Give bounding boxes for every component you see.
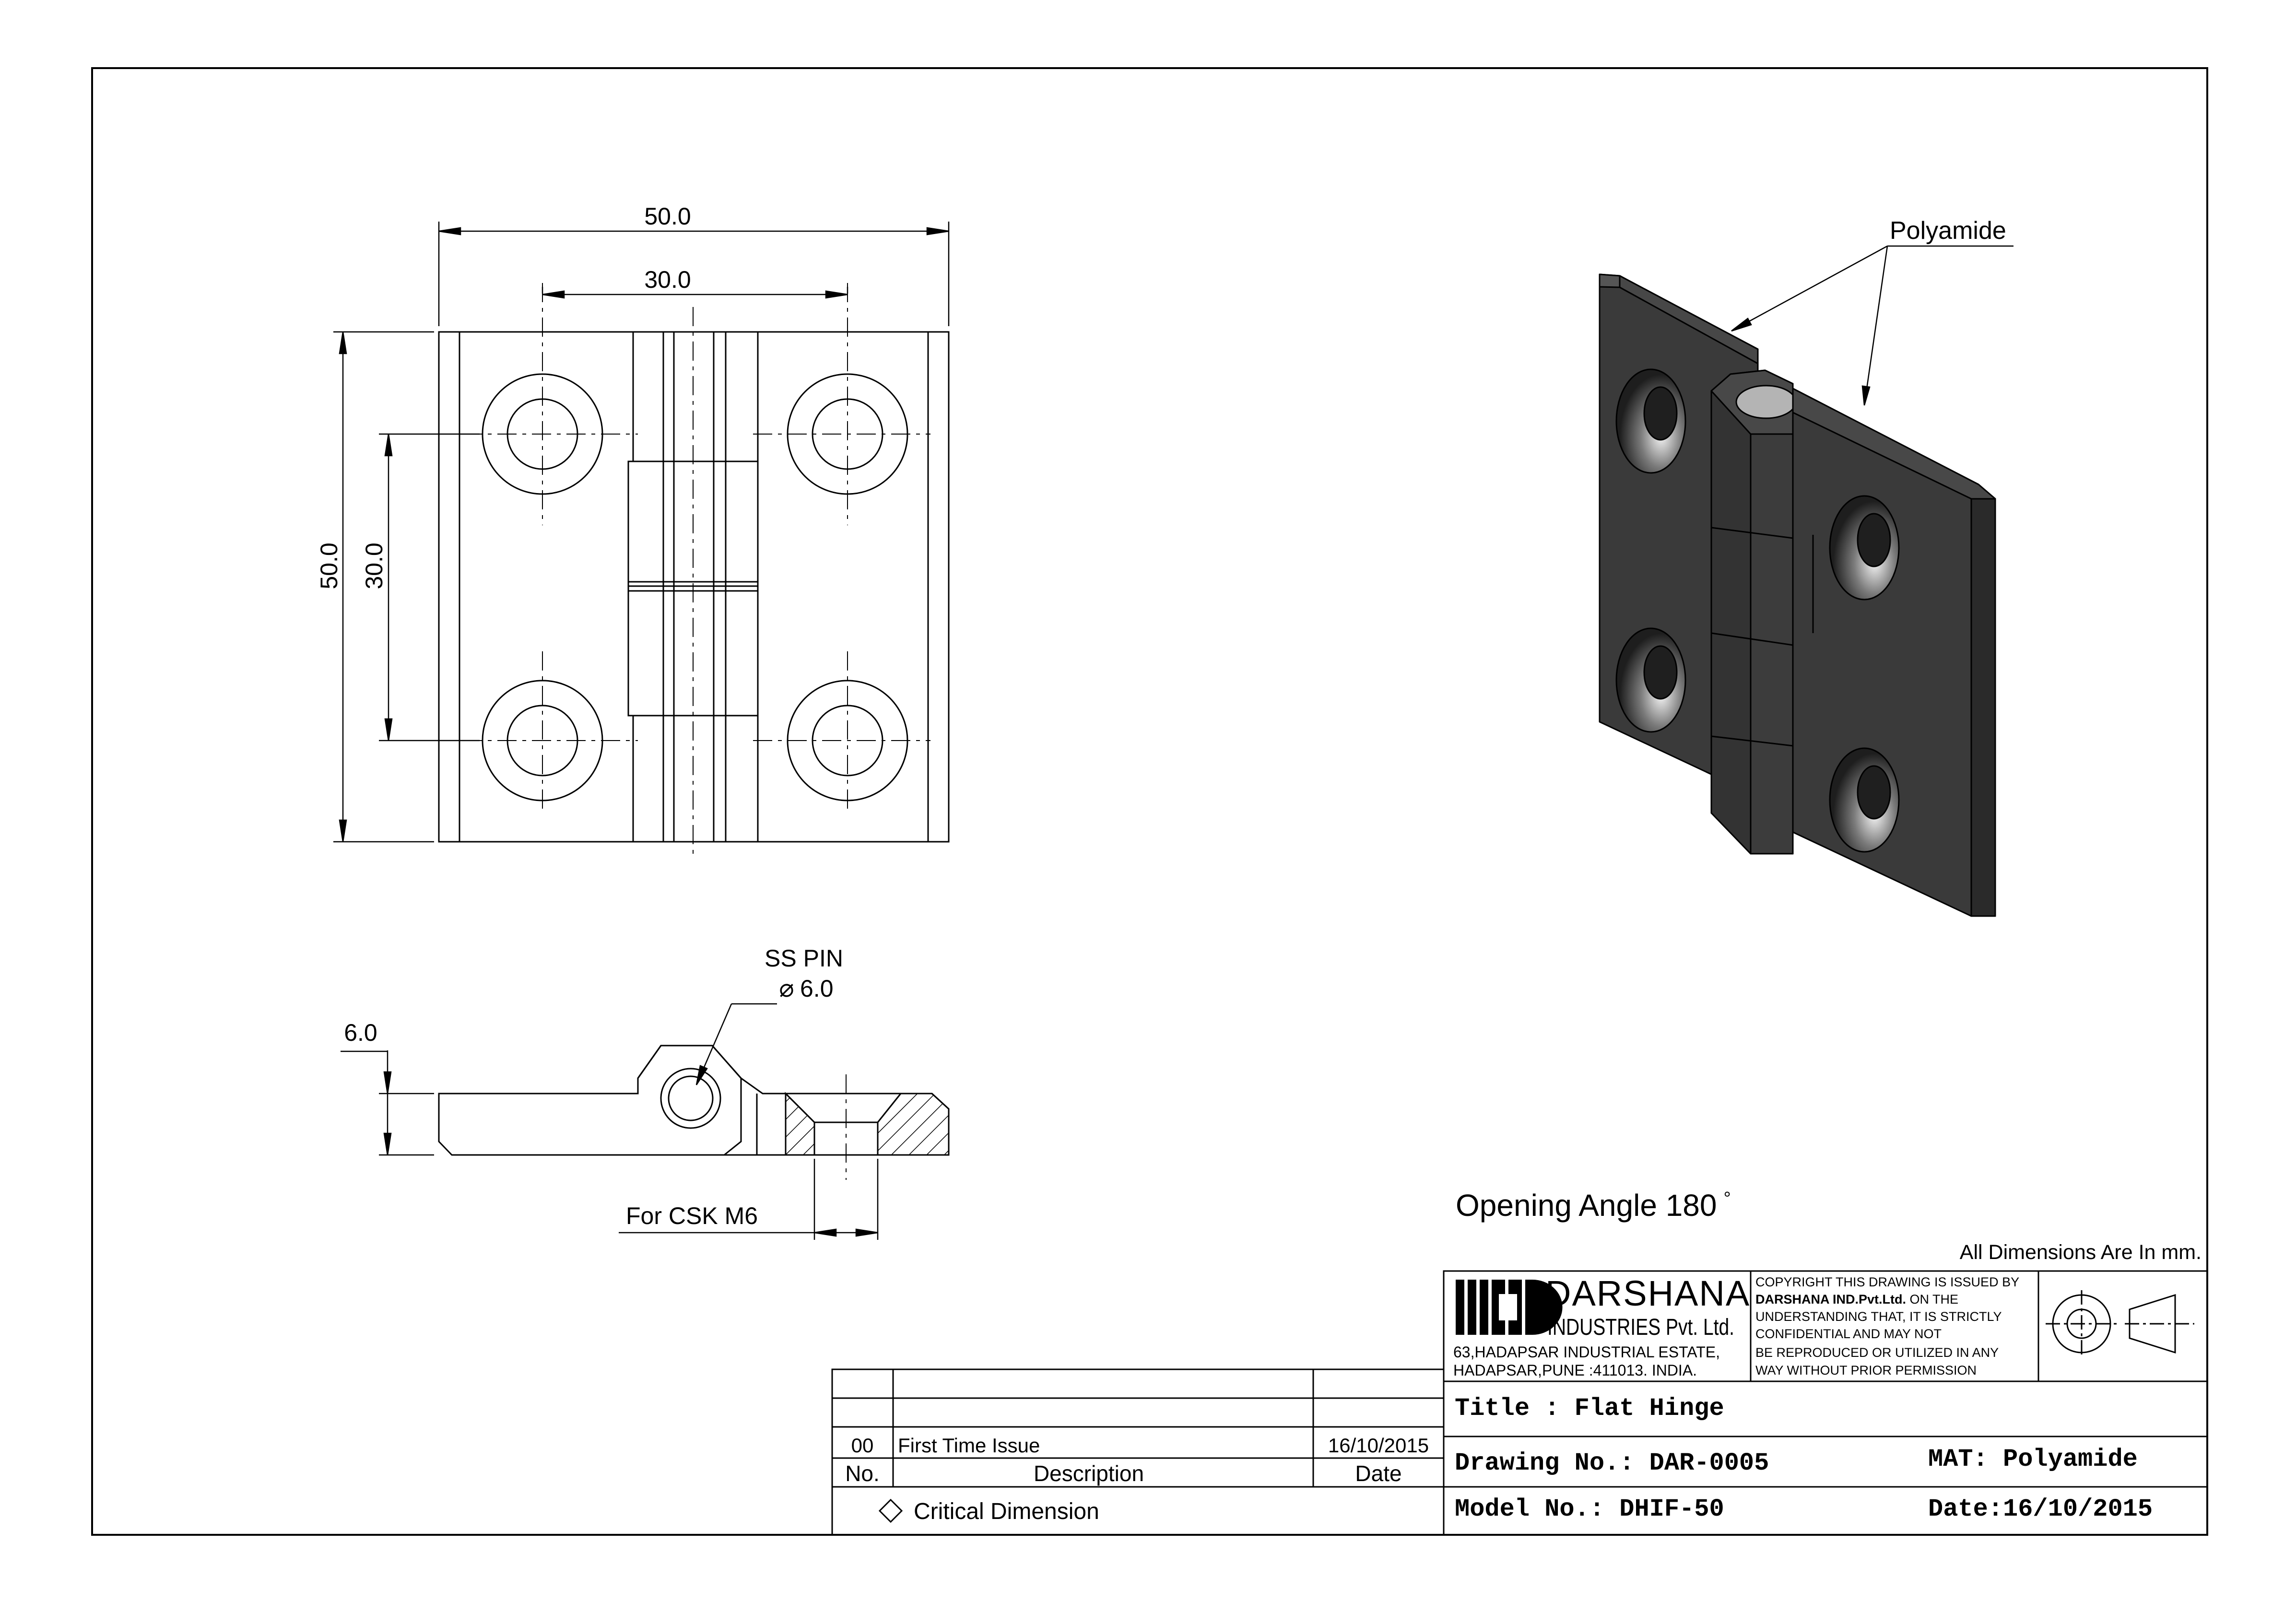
units-note: All Dimensions Are In mm. [1960, 1241, 2202, 1264]
dim-hole-spacing-x: 30.0 [644, 266, 691, 293]
front-view-centerlines [463, 283, 930, 859]
drawing-number: Drawing No.: DAR-0005 [1455, 1449, 1769, 1477]
dim-thickness: 6.0 [344, 1019, 377, 1046]
opening-angle-note: Opening Angle 180° [1456, 1188, 1731, 1223]
front-view-dimensions [333, 222, 950, 843]
diamond-icon [878, 1498, 903, 1523]
company-address-1: 63,HADAPSAR INDUSTRIAL ESTATE, [1453, 1343, 1720, 1361]
drawing-title: Title : Flat Hinge [1455, 1394, 1724, 1423]
pin-end [1735, 385, 1797, 419]
title-block [1443, 1270, 2208, 1536]
material-label: Polyamide [1890, 217, 2006, 245]
copyright-line-1: COPYRIGHT THIS DRAWING IS ISSUED BY [1755, 1275, 2019, 1289]
copyright-line-2: DARSHANA IND.Pvt.Ltd. ON THE [1755, 1292, 1958, 1307]
diameter-icon: ⌀ [779, 975, 794, 1002]
isometric-holes [1615, 368, 1900, 853]
section-view [438, 1045, 950, 1156]
pin-label: SS PIN [765, 945, 843, 972]
copyright-line-4: CONFIDENTIAL AND MAY NOT [1755, 1327, 1942, 1341]
csk-label: For CSK M6 [626, 1202, 758, 1229]
company-address-2: HADAPSAR,PUNE :411013. INDIA. [1453, 1362, 1697, 1379]
pin-diameter: 6.0 [800, 975, 834, 1002]
company-logo [1456, 1280, 1563, 1335]
drawing-date: Date:16/10/2015 [1928, 1495, 2153, 1523]
material-leader [1731, 245, 2013, 406]
header-no: No. [845, 1461, 880, 1486]
dim-hole-spacing-y: 30.0 [361, 542, 388, 589]
pin-hole-outer [660, 1068, 721, 1129]
copyright-line-6: WAY WITHOUT PRIOR PERMISSION [1755, 1363, 1977, 1377]
model-number: Model No.: DHIF-50 [1455, 1495, 1724, 1523]
copyright-line-3: UNDERSTANDING THAT, IT IS STRICTLY [1755, 1309, 2002, 1324]
critical-dimension-note: Critical Dimension [914, 1499, 1099, 1524]
copyright-line-5: BE REPRODUCED OR UTILIZED IN ANY [1755, 1345, 1999, 1360]
projection-symbol-icon [2046, 1290, 2194, 1357]
company-name: DARSHANA [1545, 1273, 1750, 1313]
company-subname: INDUSTRIES Pvt. Ltd. [1547, 1315, 1734, 1340]
revision-table [831, 1368, 1445, 1536]
revision-description: First Time Issue [898, 1434, 1040, 1457]
dim-overall-height: 50.0 [316, 542, 342, 589]
pin-hole-inner [668, 1075, 714, 1121]
revision-no: 00 [851, 1434, 874, 1457]
revision-date: 16/10/2015 [1328, 1434, 1429, 1457]
header-description: Description [1034, 1461, 1144, 1486]
front-view [438, 331, 950, 843]
material-spec: MAT: Polyamide [1928, 1445, 2138, 1473]
section-view-dimensions [341, 1003, 879, 1240]
dim-overall-width: 50.0 [644, 203, 691, 230]
header-date: Date [1355, 1461, 1401, 1486]
